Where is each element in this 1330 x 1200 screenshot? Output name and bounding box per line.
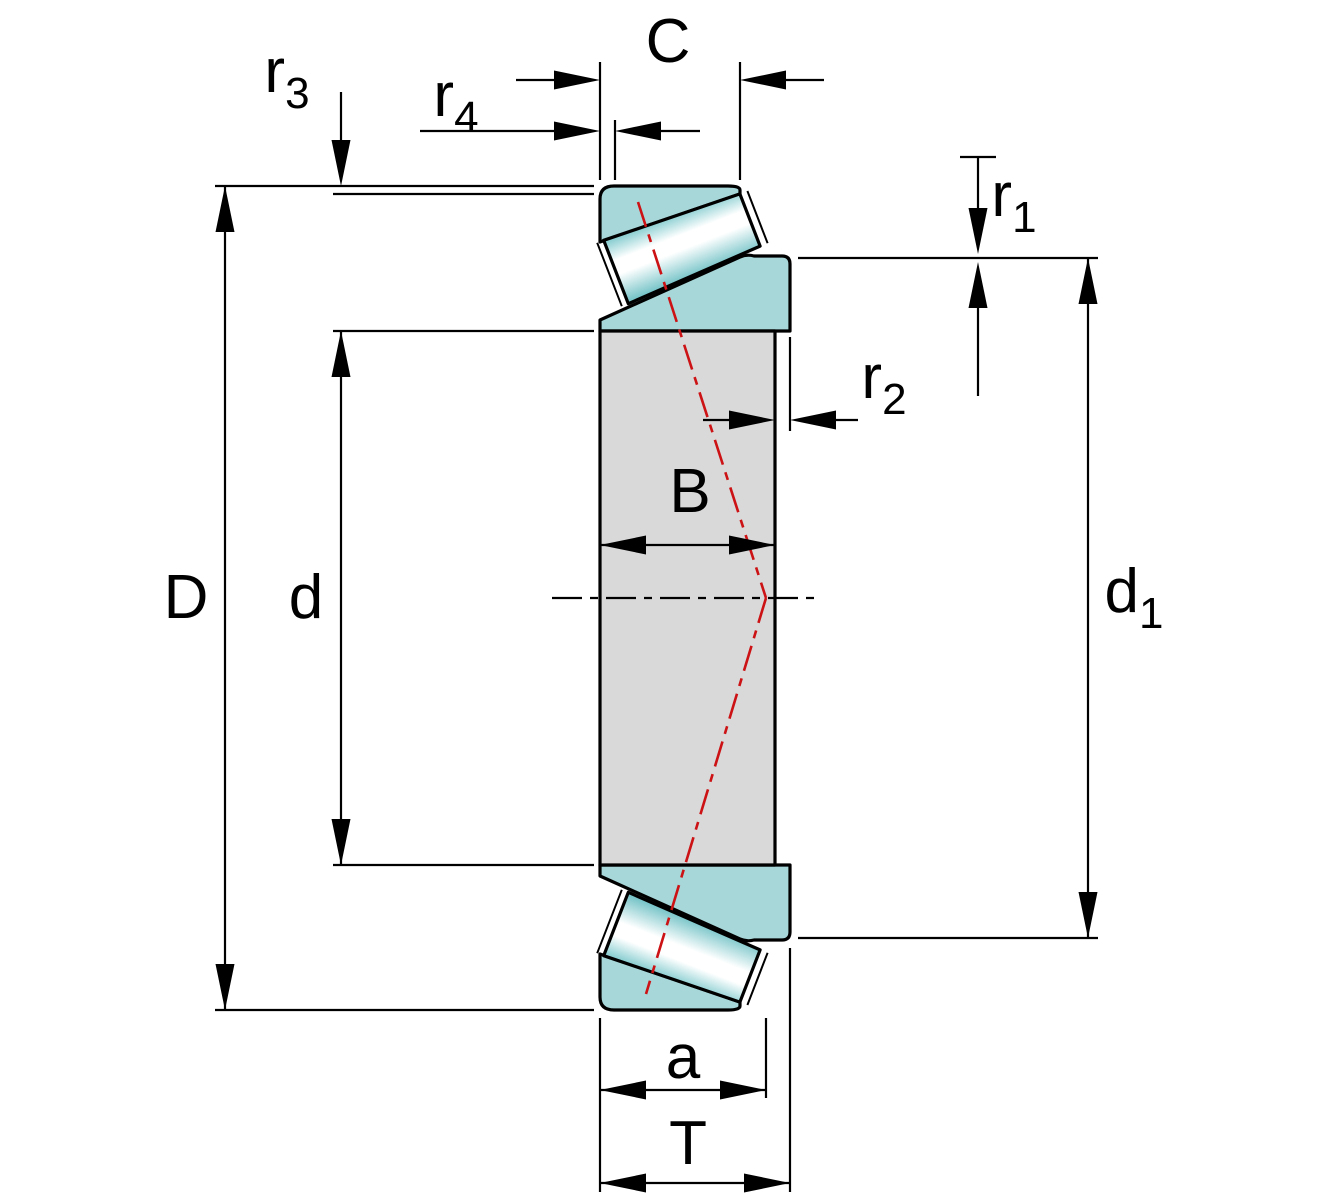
dim-r2 — [703, 410, 858, 430]
label-d1: d1 — [1105, 557, 1164, 638]
inner-ring-bottom-section — [598, 863, 792, 943]
pressure-line-bottom — [644, 597, 768, 995]
label-r2: r2 — [861, 343, 906, 424]
label-r3: r3 — [264, 37, 309, 118]
label-D: D — [164, 563, 209, 632]
inner-ring-top-section — [598, 253, 792, 333]
dim-a — [600, 1080, 766, 1100]
label-T: T — [669, 1109, 707, 1178]
dim-d — [331, 331, 351, 865]
dim-d1 — [1078, 258, 1098, 938]
dim-C — [516, 70, 824, 90]
label-C: C — [646, 7, 691, 76]
cage-top-roller — [596, 190, 769, 307]
roller-bottom — [602, 890, 762, 1004]
pressure-line-top — [636, 201, 768, 599]
label-r4: r4 — [433, 61, 478, 142]
dim-r1 — [968, 157, 988, 396]
cage-bottom-roller — [596, 889, 769, 1006]
label-a: a — [666, 1023, 701, 1092]
dim-r3 — [331, 92, 351, 186]
extension-lines — [215, 62, 1098, 1192]
dim-r4 — [420, 121, 700, 141]
dim-T — [600, 1173, 790, 1193]
roller-top — [602, 192, 762, 306]
dim-B — [600, 535, 775, 555]
label-d: d — [289, 563, 323, 632]
label-B: B — [669, 457, 710, 526]
dim-D — [215, 186, 235, 1010]
label-r1: r1 — [991, 161, 1036, 242]
